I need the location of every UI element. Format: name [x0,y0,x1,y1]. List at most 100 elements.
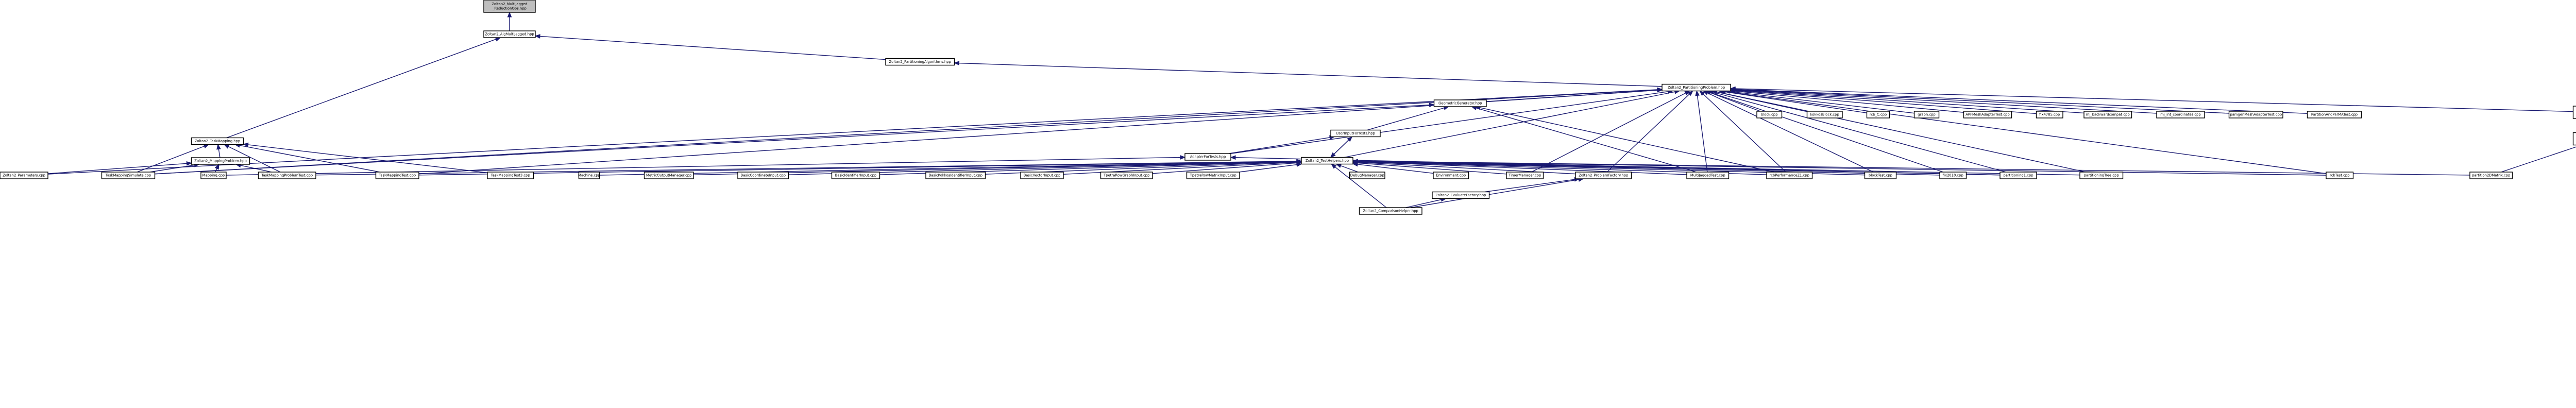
node-rcbtest[interactable]: rcbTest.cpp [2326,172,2354,179]
node-rcbperf[interactable]: rcbPerformanceZ1.cpp [1766,172,1813,179]
node-label: GeometricGenerator.hpp [1438,101,1482,106]
node-mapping[interactable]: Mapping.cpp [200,172,227,179]
node-metricout[interactable]: MetricOutputManager.cpp [643,172,694,179]
node-basiccoord[interactable]: BasicCoordinateInput.cpp [737,172,789,179]
node-blocktest[interactable]: blockTest.cpp [1864,172,1897,179]
node-label: APFMeshAdapterTest.cpp [1965,113,2009,117]
node-tmprobtest[interactable]: TaskMappingProblemTest.cpp [258,172,316,179]
node-timermgr[interactable]: TimerManager.cpp [1506,172,1544,179]
node-geomgen[interactable]: GeometricGenerator.hpp [1433,99,1487,107]
node-label: _ReductionOps.hpp [492,6,527,10]
node-label: BasicCoordinateInput.cpp [741,174,786,178]
node-box [925,172,986,179]
node-uinput[interactable]: UserInputForTests.hpp [1330,129,1381,138]
node-box [1433,172,1469,179]
node-rcbc[interactable]: rcb_C.cpp [1866,111,1890,118]
nodes: Zoltan2_MultiJagged_ReductionOps.hppZolt… [0,0,2576,215]
node-label: DebugManager.cpp [1350,174,1384,178]
node-label: partition2DMatrix.cpp [2472,174,2510,178]
node-label: Environment.cpp [1436,174,1466,178]
edge-params-to-mapprob [47,161,192,174]
node-box [0,172,48,179]
node-pamgen[interactable]: pamgenMeshAdapterTest.cpp [2228,111,2283,118]
node-comphelp[interactable]: Zoltan2_ComparisonHelper.hpp [1359,207,1422,215]
edge-p2d-to-testhelp [1352,159,2470,176]
node-box [1864,172,1897,179]
node-box [2326,172,2354,179]
node-p2d[interactable]: partition2DMatrix.cpp [2469,172,2513,179]
node-apfmesh[interactable]: APFMeshAdapterTest.cpp [1963,111,2012,118]
node-label: rcb_C.cpp [1870,113,1887,117]
node-label: Zoltan2_EvaluateFactory.hpp [1435,193,1486,197]
node-label: fix2010.cpp [1943,174,1963,178]
node-label: TaskMappingTest.cpp [378,174,416,178]
node-box [2469,172,2513,179]
node-fix2010[interactable]: fix2010.cpp [1939,172,1967,179]
edge-timermgr-to-partprob [1531,90,1691,173]
node-box [2036,111,2063,118]
node-part1[interactable]: partitioning1.cpp [1999,172,2037,179]
edge-mapping-to-mapprob [214,163,219,173]
edge-blocktest-to-partprob [1702,90,1874,173]
node-pfnt[interactable]: PartitionAndParMATest.cpp [2307,111,2362,118]
node-graph[interactable]: graph.cpp [1913,111,1940,118]
node-machine[interactable]: Machine.cpp [578,172,600,179]
node-tpmatrix[interactable]: TpetraRowMatrixInput.cpp [1186,172,1240,179]
edge-tmtest3-to-taskmap [243,142,488,173]
node-box [101,172,156,179]
node-parttree[interactable]: partitioningTree.cpp [2079,172,2124,179]
node-tmsim[interactable]: TaskMappingSimulate.cpp [101,172,156,179]
node-box [1359,207,1422,215]
node-testhelp[interactable]: Zoltan2_TestHelpers.hpp [1301,157,1353,165]
node-mjint[interactable]: mj_int_coordinates.cpp [2156,111,2205,118]
node-box [1662,83,1731,92]
node-block[interactable]: block.cpp [1756,111,1783,118]
node-algmj[interactable]: Zoltan2_AlgMultiJagged.hpp [483,30,536,38]
node-label: Zoltan2_AlgMultiJagged.hpp [485,32,534,37]
node-box [737,172,789,179]
edge-p2d-to-mpprob [2501,146,2576,173]
node-partprob[interactable]: Zoltan2_PartitioningProblem.hpp [1662,83,1731,92]
node-label: mj_int_coordinates.cpp [2160,113,2201,117]
node-mjtest[interactable]: MultiJaggedTest.cpp [1686,172,1730,179]
node-probfact[interactable]: Zoltan2_ProblemFactory.hpp [1575,172,1632,179]
node-tmtest[interactable]: TaskMappingTest.cpp [375,172,419,179]
node-box [1349,172,1385,179]
node-label: rcbPerformanceZ1.cpp [1770,174,1809,178]
node-adapter[interactable]: AdapterForTests.hpp [1184,153,1231,161]
node-label: BasicKokkosIdentifierInput.cpp [929,174,982,178]
node-params[interactable]: Zoltan2_Parameters.cpp [0,172,48,179]
node-tmtest3[interactable]: TaskMappingTest3.cpp [487,172,534,179]
node-label: fix4785.cpp [2039,113,2060,117]
node-box [2083,111,2132,118]
edges [47,11,2576,208]
node-label: Zoltan2_ProblemFactory.hpp [1579,174,1628,178]
node-box [1806,111,1843,118]
node-box [2572,132,2576,146]
node-partalgs[interactable]: Zoltan2_PartitioningAlgorithms.hpp [885,58,955,66]
node-taskmap[interactable]: Zoltan2_TaskMapping.hpp [191,137,244,145]
node-basicvec[interactable]: BasicVectorInput.cpp [1020,172,1064,179]
node-environ[interactable]: Environment.cpp [1433,172,1469,179]
node-label: UserInputForTests.hpp [1336,131,1375,135]
node-box [1186,172,1240,179]
node-fix4785[interactable]: fix4785.cpp [2036,111,2063,118]
edge-comphelp-to-testhelp [1331,163,1387,208]
edge-uinput-to-testhelp [1330,136,1352,158]
node-label: partitioning1.cpp [2003,174,2033,178]
node-basickok[interactable]: BasicKokkosIdentifierInput.cpp [925,172,986,179]
node-box [1330,129,1381,138]
node-kokkosblock[interactable]: kokkosBlock.cpp [1806,111,1843,118]
node-mjback[interactable]: mj_backwardcompat.cpp [2083,111,2132,118]
node-evalfact[interactable]: Zoltan2_EvaluateFactory.hpp [1432,191,1490,199]
node-tpgraph[interactable]: TpetraRowGraphInput.cpp [1100,172,1153,179]
node-mpprob[interactable]: Zoltan2_MatrixPartitioningProblem.hpp [2572,132,2576,146]
node-mpalg[interactable]: Zoltan2_MatrixPartitioningAlgs.hpp [2572,106,2576,119]
node-debugmgr[interactable]: DebugManager.cpp [1349,172,1385,179]
node-basicident[interactable]: BasicIdentifierInput.cpp [831,172,880,179]
node-mapprob[interactable]: Zoltan2_MappingProblem.hpp [191,157,250,165]
edge-probfact-to-partprob [1606,90,1693,173]
node-label: TimerManager.cpp [1508,174,1541,178]
node-box [1866,111,1890,118]
node-label: partitioningTree.cpp [2084,174,2119,178]
